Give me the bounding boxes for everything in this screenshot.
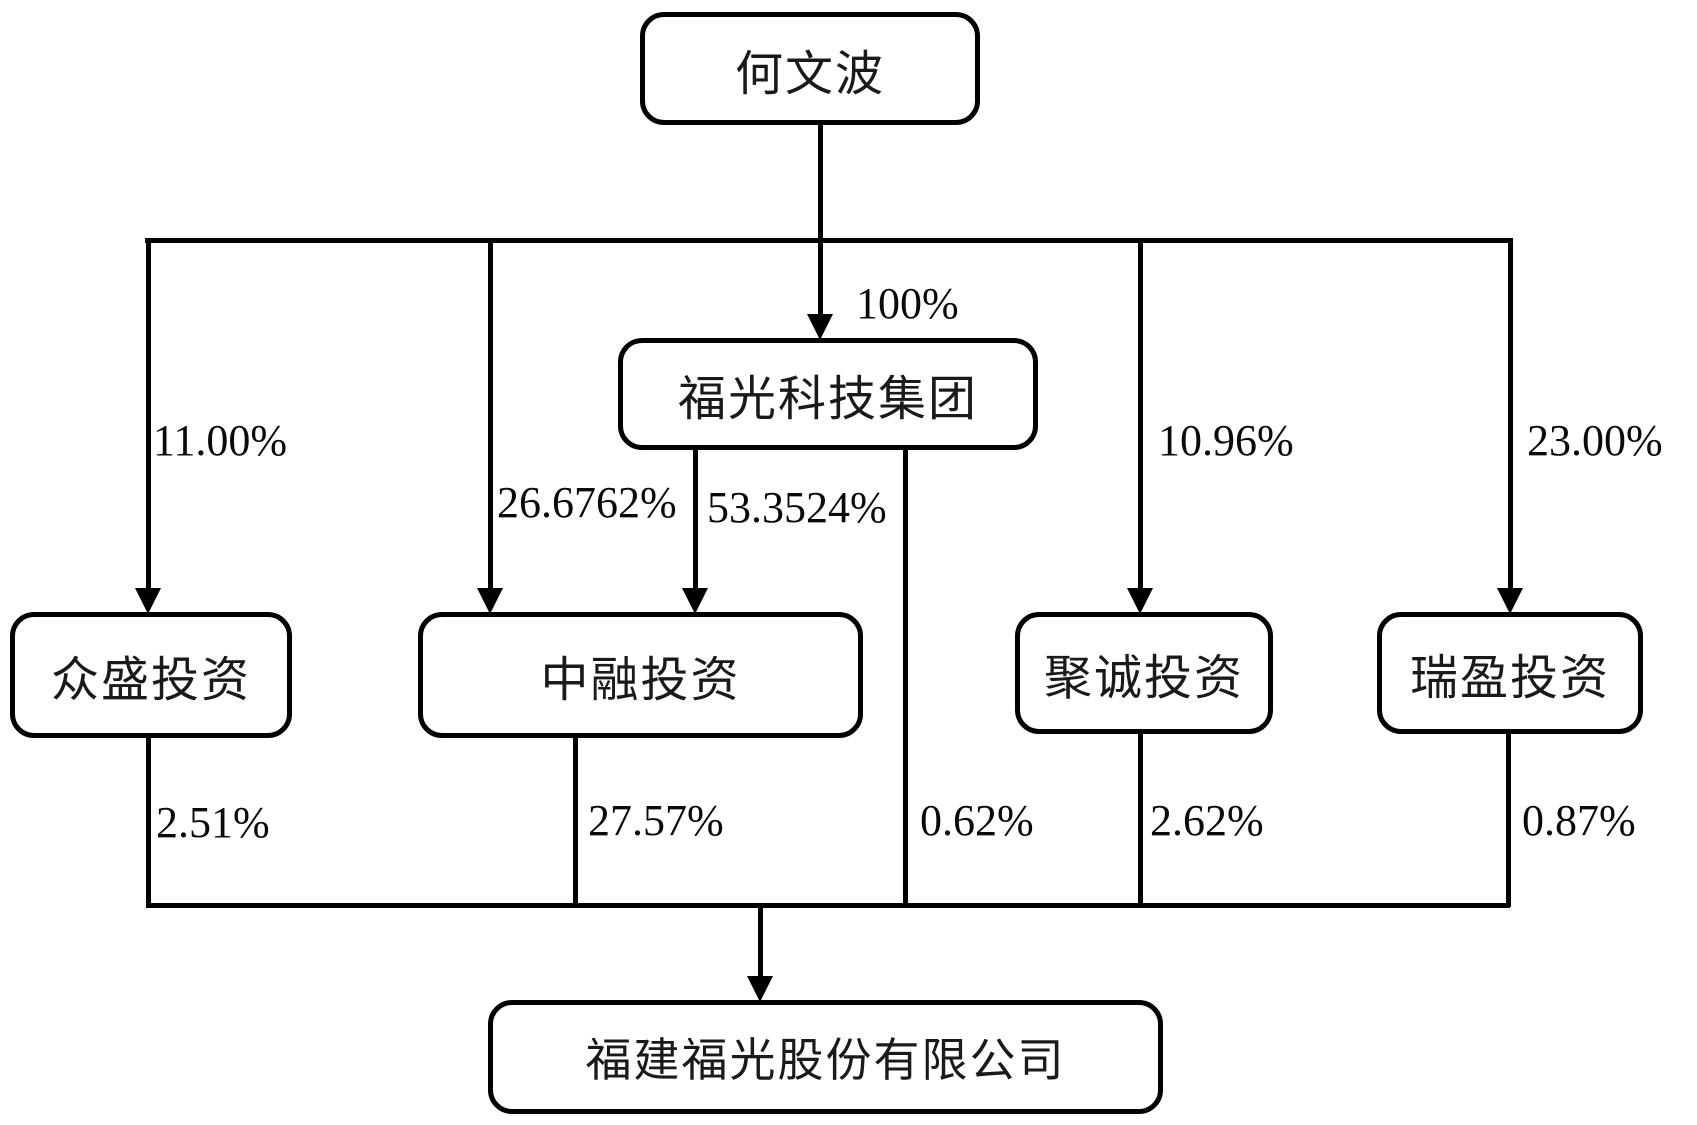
edge-label-11-percent: 11.00% — [153, 416, 288, 465]
edge-label-27-57-percent: 27.57% — [588, 796, 724, 845]
arrowhead-down-icon — [1127, 588, 1153, 614]
arrowhead-down-icon — [682, 588, 708, 614]
node-ruiying-investment: 瑞盈投资 — [1377, 612, 1643, 734]
arrowhead-down-icon — [135, 588, 161, 614]
connector-hewenbo-to-fuguang-group — [818, 125, 823, 320]
connector-bottom-collector-bus — [146, 903, 1510, 908]
node-hewenbo: 何文波 — [640, 12, 980, 125]
arrowhead-down-icon — [1497, 588, 1523, 614]
arrowhead-down-icon — [747, 976, 773, 1002]
connector-top-distribution-bus — [145, 238, 1513, 243]
connector-bus-to-ruiying — [1508, 238, 1513, 590]
node-jucheng-investment: 聚诚投资 — [1015, 612, 1273, 734]
node-zhongsheng-investment: 众盛投资 — [10, 612, 292, 738]
connector-fuguang-group-to-bottom-bus — [903, 448, 908, 907]
node-jucheng-investment-label: 聚诚投资 — [1043, 652, 1244, 705]
edge-label-0-62-percent: 0.62% — [920, 796, 1034, 845]
node-fuguang-technology-group-label: 福光科技集团 — [677, 373, 978, 426]
connector-fuguang-group-to-zhongrong — [693, 448, 698, 590]
connector-zhongsheng-to-bottom-bus — [146, 738, 151, 907]
connector-jucheng-to-bottom-bus — [1138, 734, 1143, 907]
arrowhead-down-icon — [477, 588, 503, 614]
edge-label-100-percent: 100% — [856, 279, 959, 328]
node-fujian-fuguang-co-ltd-label: 福建福光股份有限公司 — [585, 1035, 1066, 1086]
connector-bus-to-zhongsheng — [146, 238, 151, 590]
edge-label-53-3524-percent: 53.3524% — [707, 483, 887, 532]
node-zhongrong-investment-label: 中融投资 — [540, 654, 741, 707]
edge-label-2-51-percent: 2.51% — [156, 798, 270, 847]
node-fujian-fuguang-co-ltd: 福建福光股份有限公司 — [488, 1000, 1163, 1114]
arrowhead-down-icon — [807, 314, 833, 340]
connector-ruiying-to-bottom-bus — [1506, 734, 1511, 907]
connector-bus-to-zhongrong — [488, 238, 493, 590]
connector-bus-to-jucheng — [1138, 238, 1143, 590]
connector-bus-to-fujian-fuguang — [758, 903, 763, 978]
node-ruiying-investment-label: 瑞盈投资 — [1409, 652, 1610, 705]
node-zhongrong-investment: 中融投资 — [418, 612, 863, 738]
node-fuguang-technology-group: 福光科技集团 — [618, 338, 1038, 450]
edge-label-2-62-percent: 2.62% — [1150, 796, 1264, 845]
node-zhongsheng-investment-label: 众盛投资 — [50, 654, 251, 707]
connector-zhongrong-to-bottom-bus — [573, 738, 578, 907]
edge-label-26-6762-percent: 26.6762% — [497, 478, 677, 527]
node-hewenbo-label: 何文波 — [734, 47, 885, 101]
edge-label-0-87-percent: 0.87% — [1522, 796, 1636, 845]
edge-label-23-percent: 23.00% — [1527, 416, 1663, 465]
edge-label-10-96-percent: 10.96% — [1158, 416, 1294, 465]
